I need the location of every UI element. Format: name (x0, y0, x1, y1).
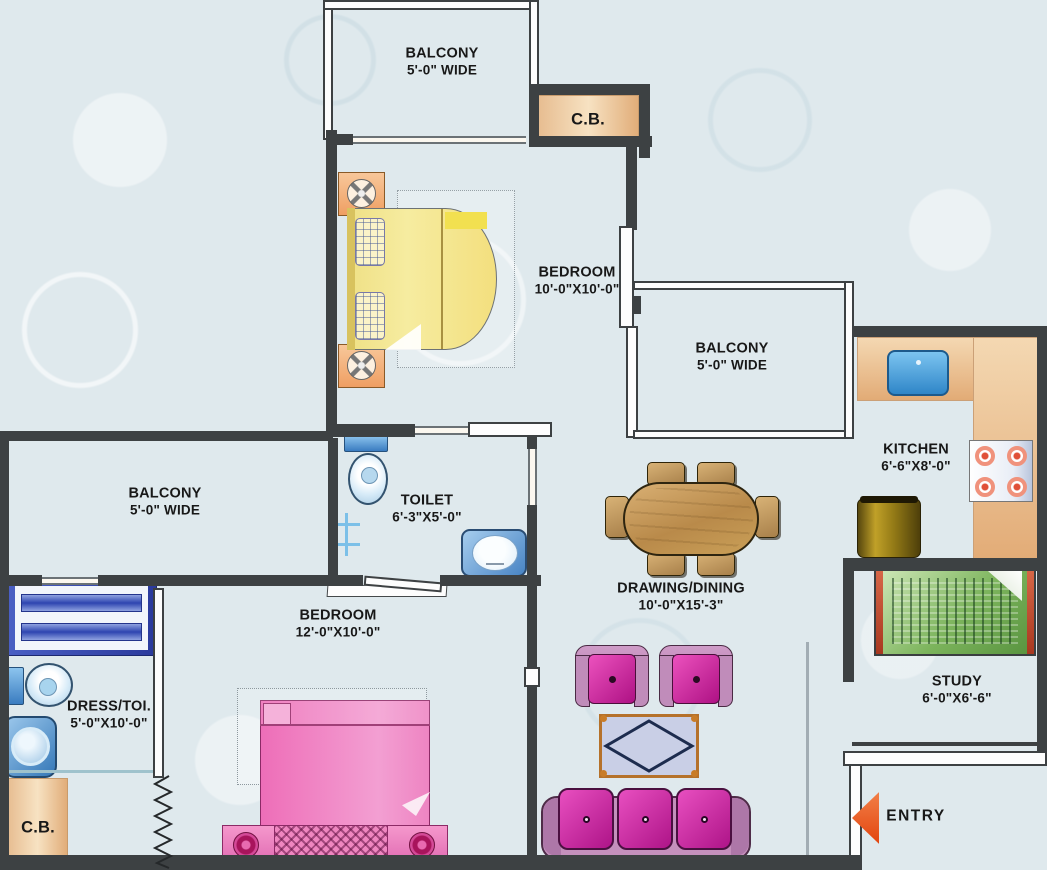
wall-segment (0, 575, 42, 586)
book-rows (892, 578, 1018, 644)
wall-segment (843, 558, 1047, 571)
double-bed-icon (335, 168, 521, 392)
dining-table-icon (595, 448, 795, 578)
wall-segment (323, 0, 537, 10)
wall-segment (1037, 326, 1047, 760)
wall-segment (440, 575, 541, 586)
window (524, 667, 540, 687)
nightstand-icon (338, 344, 385, 388)
wall-segment (632, 296, 641, 314)
wall-segment (852, 326, 1047, 337)
window (415, 426, 468, 435)
wall-segment (326, 424, 415, 437)
wc-icon (3, 660, 75, 712)
coffee-table-icon (599, 714, 699, 778)
wall-segment (626, 136, 637, 230)
wall-segment (326, 130, 337, 437)
pillow-icon (355, 292, 385, 340)
cupboard-bottom (7, 778, 68, 862)
wall-segment (0, 431, 9, 870)
armchair-icon (659, 645, 733, 707)
wall-segment (529, 88, 539, 144)
study-desk-icon (874, 566, 1036, 656)
room-label-cb-top: C.B. (571, 110, 605, 129)
wall-segment (843, 751, 1047, 766)
refrigerator-icon (857, 496, 921, 558)
wc-icon (340, 433, 400, 509)
kitchen-sink-icon (887, 350, 949, 396)
wall-segment (626, 326, 638, 438)
curtain-zigzag-icon (152, 775, 174, 869)
wall-segment (844, 281, 854, 439)
wall-segment (527, 505, 537, 589)
wall-segment (529, 0, 539, 92)
threshold-line (8, 770, 154, 773)
armchair-icon (575, 645, 649, 707)
wall-segment (0, 431, 333, 441)
bed-pillow (263, 703, 291, 725)
window (350, 136, 526, 144)
pillow-icon (355, 218, 385, 266)
wall-shadow-line (806, 642, 809, 856)
room-label-cb-bottom: C.B. (21, 818, 55, 837)
wall-segment (468, 422, 552, 437)
table-top (623, 482, 759, 556)
wall-segment (527, 587, 537, 667)
wall-segment (639, 84, 650, 158)
wall-segment (633, 430, 846, 439)
room-label-dress-toilet: DRESS/TOI.5'-0"X10'-0" (67, 698, 151, 731)
wall-segment (529, 84, 650, 95)
window (528, 449, 537, 505)
bed-knob (409, 832, 435, 858)
window (42, 577, 98, 585)
washbasin-icon (3, 716, 57, 778)
wall-segment (323, 0, 333, 140)
wall-segment (527, 687, 537, 857)
wall-segment (328, 438, 338, 580)
sofa-icon (541, 786, 751, 864)
wardrobe-icon (7, 581, 157, 656)
bed-headboard (347, 208, 355, 350)
washbasin-icon (461, 529, 527, 577)
double-bed-pink-icon (220, 686, 450, 866)
entry-label: ENTRY (886, 807, 946, 825)
wall-segment (843, 558, 854, 682)
wall-segment (153, 588, 164, 778)
wall-segment (98, 575, 363, 586)
wall-segment (529, 136, 652, 147)
wall-segment (527, 435, 537, 449)
bed-knob (233, 832, 259, 858)
stove-icon (969, 440, 1033, 502)
bed-sheet-block (445, 212, 487, 229)
bed-body (260, 700, 430, 826)
shower-icon (334, 513, 370, 556)
bed-divider-line (441, 209, 443, 349)
wall-segment (633, 281, 852, 290)
wall-segment (326, 134, 353, 145)
wall-segment (852, 742, 1047, 746)
wall-segment (0, 855, 862, 870)
